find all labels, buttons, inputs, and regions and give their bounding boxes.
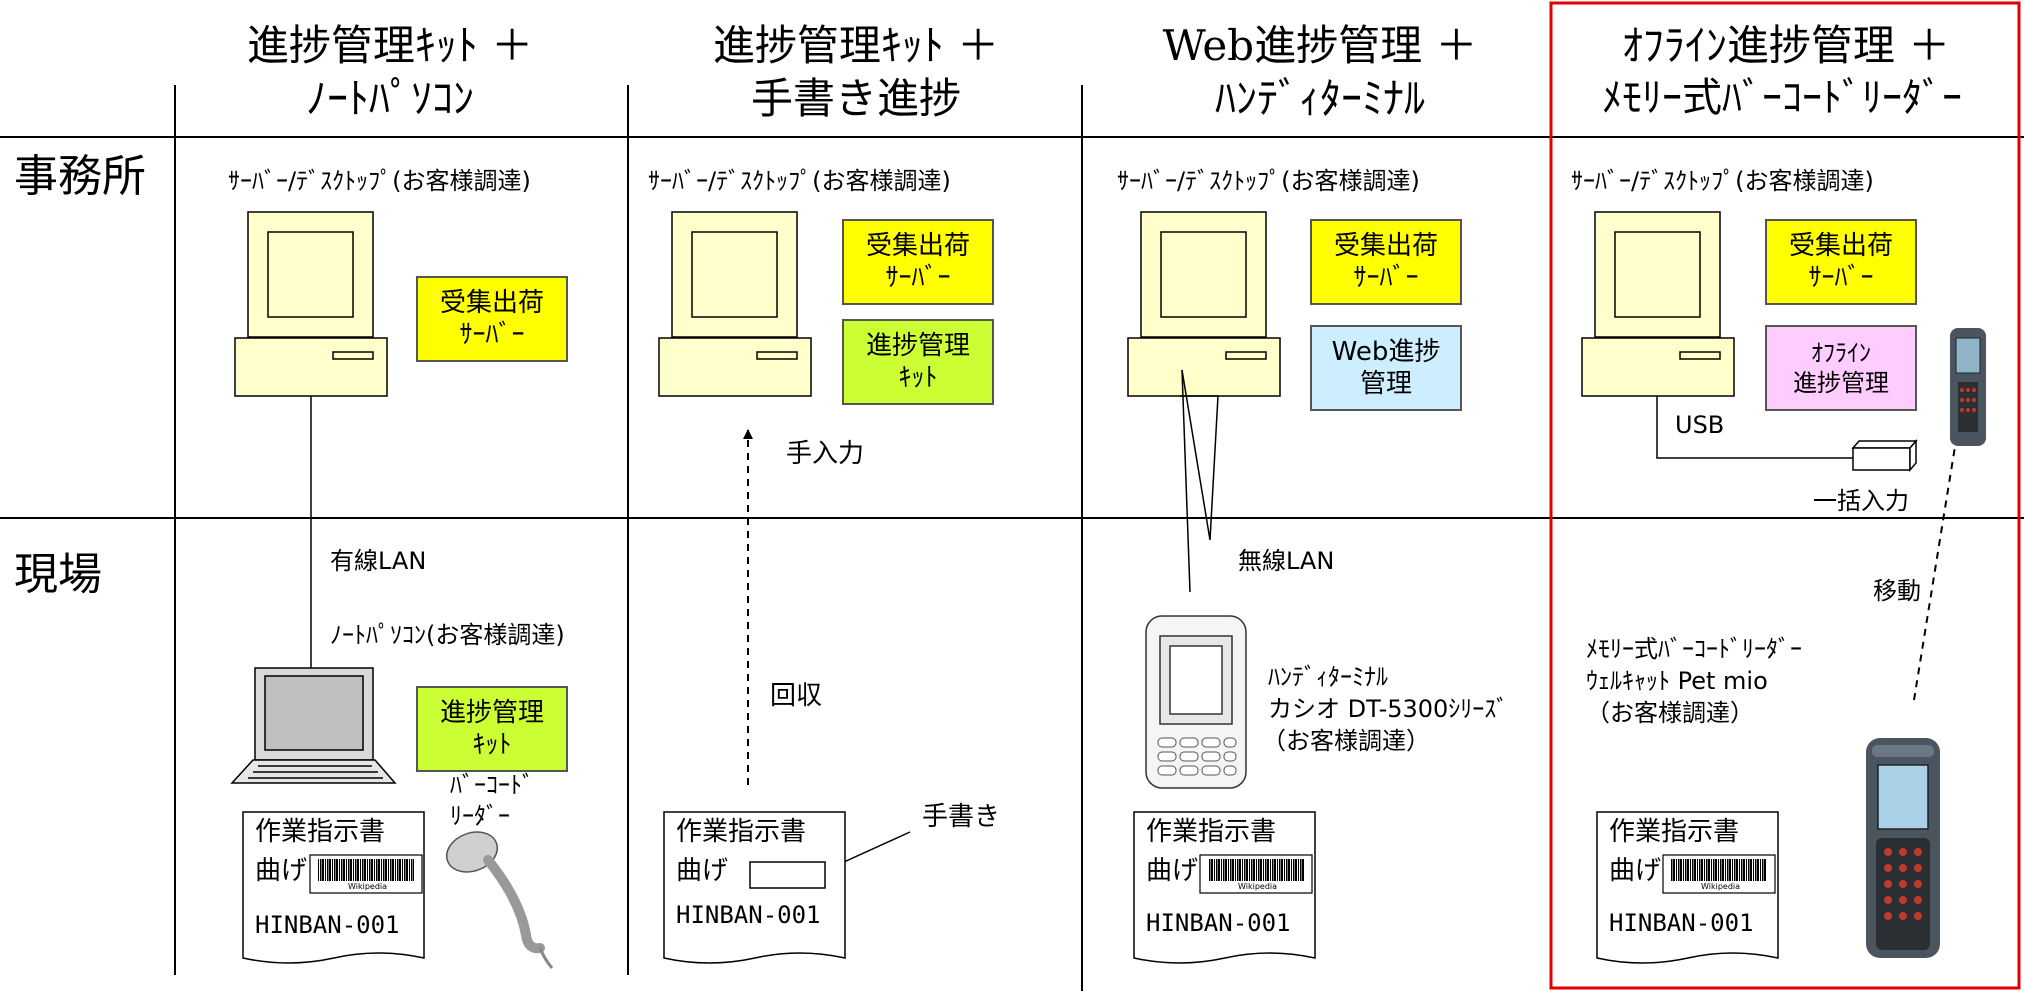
handwritten-label: 手書き xyxy=(922,802,1001,832)
column-header-2-line2: 手書き進捗 xyxy=(750,74,961,123)
column-header-3-line2: ﾊﾝﾃﾞｨﾀｰﾐﾅﾙ xyxy=(1214,74,1425,123)
column-header-1-line1: 進捗管理ｷｯﾄ ＋ xyxy=(246,21,534,70)
usb-label: USB xyxy=(1675,411,1725,439)
handy-terminal-label-line2: カシオ DT-5300ｼﾘｰｽﾞ xyxy=(1268,695,1509,723)
web-progress-box: Web進捗 管理 xyxy=(1310,325,1462,411)
memory-reader-label-line2: ｳｪﾙｷｬｯﾄ Pet mio xyxy=(1586,667,1768,695)
row-label-office: 事務所 xyxy=(14,151,146,202)
server-label: ｻｰﾊﾞｰ/ﾃﾞｽｸﾄｯﾌﾟ(お客様調達) xyxy=(648,167,951,195)
server-label: ｻｰﾊﾞｰ/ﾃﾞｽｸﾄｯﾌﾟ(お客様調達) xyxy=(1571,167,1874,195)
order-server-box: 受集出荷 ｻｰﾊﾞｰ xyxy=(1310,219,1462,305)
document-process: 曲げ xyxy=(1146,856,1199,886)
barcode-icon xyxy=(309,854,1776,894)
document-process: 曲げ xyxy=(255,856,308,886)
document-title: 作業指示書 xyxy=(1609,817,1740,847)
highlight-frame xyxy=(1549,1,2021,990)
order-server-box: 受集出荷 ｻｰﾊﾞｰ xyxy=(416,276,568,362)
column-header-3-line1: Web進捗管理 ＋ xyxy=(1162,21,1478,70)
bulk-input-label: 一括入力 xyxy=(1813,487,1909,515)
document-part-number: HINBAN-001 xyxy=(1609,909,1754,937)
laptop-label: ﾉｰﾄﾊﾟｿｺﾝ(お客様調達) xyxy=(330,621,565,649)
handwriting-field-box xyxy=(749,861,826,889)
document-title: 作業指示書 xyxy=(676,817,807,847)
barcode-caption: Wikipedia xyxy=(348,882,388,891)
memory-barcode-reader-small-icon xyxy=(1950,328,1986,446)
memory-reader-label-line1: ﾒﾓﾘｰ式ﾊﾞｰｺｰﾄﾞﾘｰﾀﾞｰ xyxy=(1586,635,1802,663)
cradle-icon xyxy=(1851,438,1918,473)
offline-progress-box: ｵﾌﾗｲﾝ 進捗管理 xyxy=(1765,325,1917,411)
handy-terminal-label-line3: （お客様調達） xyxy=(1262,727,1430,755)
column-header-2-line1: 進捗管理ｷｯﾄ ＋ xyxy=(712,21,1000,70)
document-title: 作業指示書 xyxy=(255,817,386,847)
document-part-number: HINBAN-001 xyxy=(676,901,821,929)
row-label-site: 現場 xyxy=(14,549,102,600)
laptop-icon xyxy=(230,667,397,784)
wireless-lan-label: 無線LAN xyxy=(1238,547,1335,575)
grid-lines xyxy=(0,85,2024,991)
barcode-scanner-icon xyxy=(445,831,554,969)
desktop-computer-icon xyxy=(658,211,812,397)
document-part-number: HINBAN-001 xyxy=(1146,909,1291,937)
document-process: 曲げ xyxy=(676,856,729,886)
usb-cable-line xyxy=(1656,396,1853,459)
column-header-1-line2: ﾉｰﾄﾊﾟｿｺﾝ xyxy=(305,74,474,123)
barcode-reader-label-line2: ﾘｰﾀﾞｰ xyxy=(450,802,510,830)
collect-label: 回収 xyxy=(770,681,823,711)
order-server-box: 受集出荷 ｻｰﾊﾞｰ xyxy=(842,219,994,305)
barcode-reader-label-line1: ﾊﾞｰｺｰﾄﾞ xyxy=(450,771,534,799)
progress-kit-box: 進捗管理 ｷｯﾄ xyxy=(842,319,994,405)
memory-barcode-reader-large-icon xyxy=(1866,738,1940,958)
progress-kit-box: 進捗管理 ｷｯﾄ xyxy=(416,686,568,772)
document-title: 作業指示書 xyxy=(1146,817,1277,847)
desktop-computer-icon xyxy=(1581,211,1735,397)
column-header-4-line1: ｵﾌﾗｲﾝ進捗管理 ＋ xyxy=(1621,21,1951,70)
move-arrow xyxy=(1913,427,1962,701)
move-label: 移動 xyxy=(1873,577,1921,605)
server-label: ｻｰﾊﾞｰ/ﾃﾞｽｸﾄｯﾌﾟ(お客様調達) xyxy=(1117,167,1420,195)
barcode-caption: Wikipedia xyxy=(1701,882,1741,891)
document-process: 曲げ xyxy=(1609,856,1662,886)
desktop-computer-icon xyxy=(1127,211,1281,397)
handy-terminal-label-line1: ﾊﾝﾃﾞｨﾀｰﾐﾅﾙ xyxy=(1268,663,1388,691)
document-part-number: HINBAN-001 xyxy=(255,911,400,939)
server-label: ｻｰﾊﾞｰ/ﾃﾞｽｸﾄｯﾌﾟ(お客様調達) xyxy=(228,167,531,195)
manual-input-label: 手入力 xyxy=(786,439,865,469)
barcode-caption: Wikipedia xyxy=(1238,882,1278,891)
wireless-lan-lines xyxy=(1180,369,1219,593)
memory-reader-label-line3: （お客様調達） xyxy=(1586,699,1754,727)
wired-lan-label: 有線LAN xyxy=(330,547,427,575)
column-header-4-line2: ﾒﾓﾘｰ式ﾊﾞｰｺｰﾄﾞﾘｰﾀﾞｰ xyxy=(1602,75,1962,121)
desktop-computer-icon xyxy=(234,211,388,397)
handy-terminal-icon xyxy=(1145,615,1247,789)
order-server-box: 受集出荷 ｻｰﾊﾞｰ xyxy=(1765,219,1917,305)
